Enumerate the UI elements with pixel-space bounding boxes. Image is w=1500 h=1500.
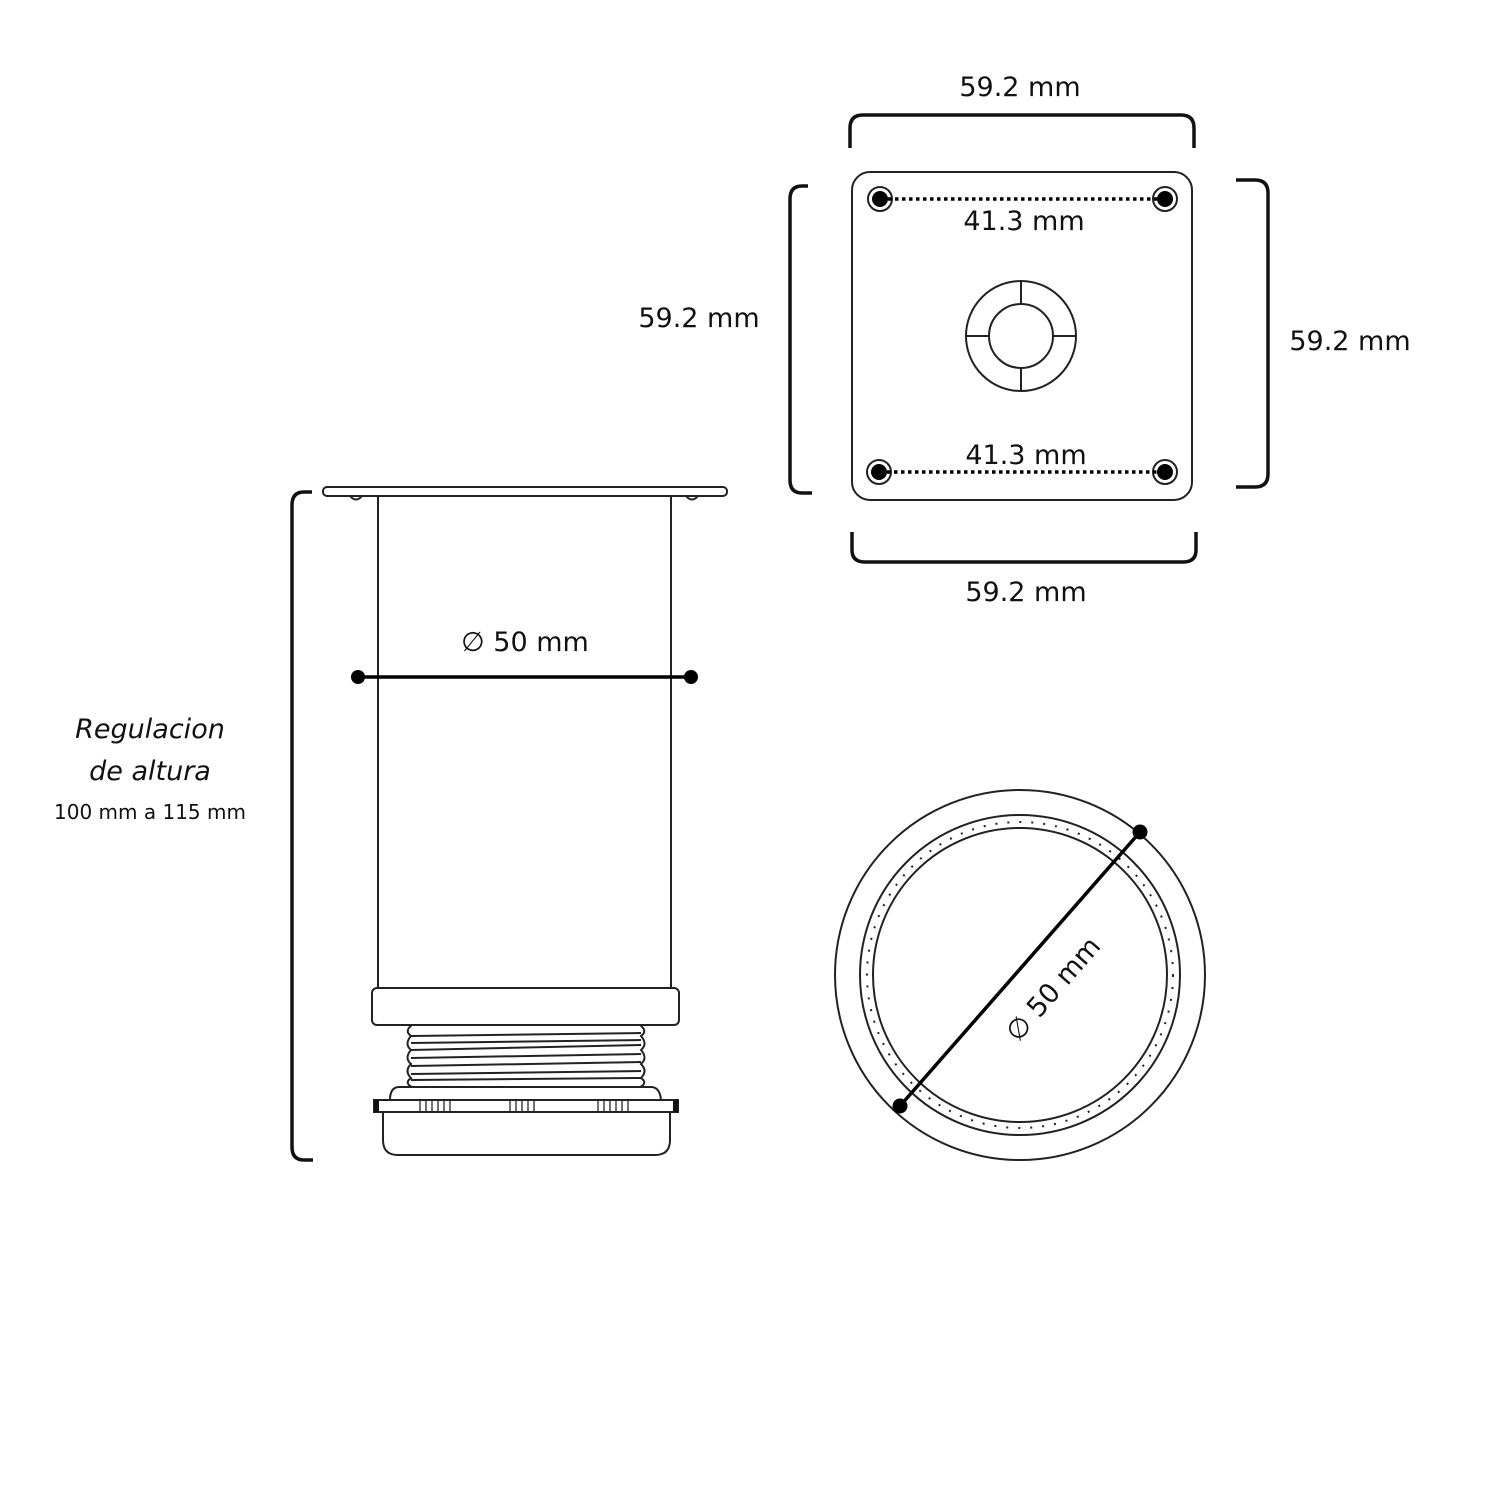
bottom-width-label: 59.2 mm bbox=[965, 577, 1086, 608]
height-bracket bbox=[290, 490, 313, 1162]
hole-spacing-bottom-label: 41.3 mm bbox=[965, 440, 1086, 471]
height-title-line2: de altura bbox=[89, 756, 211, 787]
leg-side-view: ∅ 50 mm Regulacion de altura 100 mm a 11… bbox=[54, 486, 728, 1162]
screw-hole bbox=[867, 186, 893, 212]
height-range-label: 100 mm a 115 mm bbox=[54, 800, 246, 824]
inner-rim bbox=[872, 827, 1168, 1123]
bottom-width-bracket bbox=[850, 532, 1198, 564]
collar bbox=[371, 987, 680, 1026]
left-height-label: 59.2 mm bbox=[638, 303, 759, 334]
side-diameter-label: ∅ 50 mm bbox=[461, 627, 589, 658]
outer-rim bbox=[834, 789, 1206, 1161]
mounting-plate bbox=[851, 171, 1193, 501]
right-height-label: 59.2 mm bbox=[1289, 326, 1410, 357]
bottom-diameter-label: ∅ 50 mm bbox=[1000, 931, 1107, 1048]
leg-bottom-view: ∅ 50 mm bbox=[834, 789, 1206, 1161]
mounting-plate-view: 59.2 mm 41.3 mm 41.3 mm 59.2 mm 59.2 bbox=[638, 72, 1410, 608]
base-foot bbox=[382, 1112, 671, 1156]
hole-spacing-top-label: 41.3 mm bbox=[963, 206, 1084, 237]
bottom-diameter-line bbox=[898, 830, 1142, 1108]
top-width-bracket bbox=[848, 113, 1196, 148]
thread bbox=[406, 1024, 646, 1088]
screw-hole bbox=[866, 459, 892, 485]
top-width-label: 59.2 mm bbox=[959, 72, 1080, 103]
screw-holes bbox=[866, 186, 1178, 485]
left-height-bracket bbox=[788, 184, 812, 495]
center-socket bbox=[965, 280, 1077, 392]
screw-hole bbox=[1152, 186, 1178, 212]
height-title-line1: Regulacion bbox=[75, 714, 225, 745]
base-flange bbox=[389, 1086, 662, 1101]
top-plate bbox=[322, 486, 728, 497]
right-height-bracket bbox=[1236, 178, 1270, 489]
